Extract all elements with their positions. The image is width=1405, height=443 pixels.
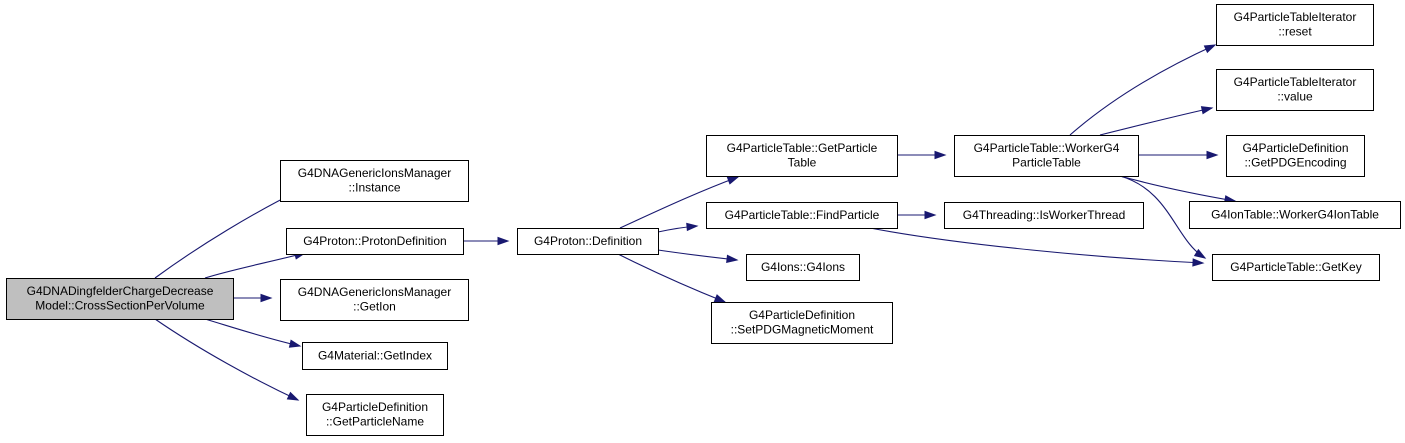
node-box: [286, 228, 464, 255]
node-box: [1226, 135, 1365, 177]
edge-ptable_find-to-ptable_getkey: [869, 227, 1204, 264]
node-box: [1212, 254, 1380, 281]
node-box: [746, 254, 860, 281]
edge-root-to-material_getindex: [204, 318, 301, 347]
node-label-line: G4ParticleTable::GetParticle: [727, 141, 878, 155]
edge-ptable_worker-to-iontable_worker: [1119, 175, 1236, 202]
node-box: [706, 135, 898, 177]
node-label-line: G4ParticleDefinition: [322, 400, 428, 414]
arrowhead-ptable_worker-to-pdef_getpdg: [1206, 150, 1219, 160]
node-generic-getion[interactable]: G4DNAGenericIonsManager::GetIon: [280, 279, 469, 321]
arrowhead-proton_definition-to-ptable_gettable: [726, 176, 740, 185]
node-box: [1216, 4, 1374, 46]
node-box: [711, 302, 893, 344]
arrowhead-proton_def-to-proton_definition: [497, 236, 510, 246]
node-box: [954, 135, 1139, 177]
node-label-line: G4ParticleDefinition: [1242, 141, 1348, 155]
arrowhead-proton_definition-to-ions_g4ions: [726, 254, 739, 264]
node-root[interactable]: G4DNADingfelderChargeDecreaseModel::Cros…: [6, 278, 234, 320]
node-box: [280, 160, 469, 202]
arrowhead-ptable_find-to-ptable_getkey: [1192, 258, 1205, 267]
node-label-line: G4ParticleTable::WorkerG4: [974, 141, 1120, 155]
arrowhead-proton_definition-to-ptable_find: [686, 222, 699, 232]
node-box: [944, 202, 1144, 229]
edge-ptable_worker-to-ptable_getkey: [1119, 175, 1206, 259]
arrowhead-ptable_find-to-threading_isworker: [924, 210, 937, 220]
node-label-line: G4Threading::IsWorkerThread: [963, 208, 1126, 222]
node-iontable-worker[interactable]: G4IonTable::WorkerG4IonTable: [1189, 201, 1401, 229]
node-label-line: G4ParticleTableIterator: [1234, 75, 1357, 89]
node-pdef-getpdg[interactable]: G4ParticleDefinition::GetPDGEncoding: [1226, 135, 1365, 177]
node-box: [1189, 201, 1401, 229]
node-material-getindex[interactable]: G4Material::GetIndex: [302, 342, 448, 370]
node-ptable-getkey[interactable]: G4ParticleTable::GetKey: [1212, 254, 1380, 281]
node-label-line: ::reset: [1278, 25, 1312, 39]
node-label-line: Table: [788, 156, 817, 170]
edge-proton_definition-to-ptable_gettable: [619, 176, 739, 229]
node-box: [302, 342, 448, 370]
node-generic-instance[interactable]: G4DNAGenericIonsManager::Instance: [280, 160, 469, 202]
node-box: [306, 394, 444, 436]
node-label-line: G4ParticleTableIterator: [1234, 10, 1357, 24]
node-proton-def[interactable]: G4Proton::ProtonDefinition: [286, 228, 464, 255]
node-iter-value[interactable]: G4ParticleTableIterator::value: [1216, 69, 1374, 111]
arrowhead-root-to-generic_getion: [260, 293, 273, 303]
node-label-line: ParticleTable: [1012, 156, 1081, 170]
node-box: [1216, 69, 1374, 111]
node-box: [517, 228, 659, 255]
node-label-line: G4Material::GetIndex: [318, 348, 432, 362]
node-label-line: G4Proton::Definition: [534, 234, 642, 248]
node-box: [6, 278, 234, 320]
arrowhead-ptable_worker-to-ptable_getkey: [1193, 248, 1207, 259]
node-pdef-setmag[interactable]: G4ParticleDefinition::SetPDGMagneticMome…: [711, 302, 893, 344]
node-pdef-getname[interactable]: G4ParticleDefinition::GetParticleName: [306, 394, 444, 436]
node-label-line: G4IonTable::WorkerG4IonTable: [1211, 207, 1379, 221]
node-label-line: ::GetParticleName: [326, 415, 424, 429]
node-ions-g4ions[interactable]: G4Ions::G4Ions: [746, 254, 860, 281]
node-label-line: G4DNADingfelderChargeDecrease: [27, 284, 214, 298]
arrowhead-root-to-pdef_getname: [286, 391, 300, 401]
edge-proton_definition-to-ions_g4ions: [657, 249, 738, 261]
node-label-line: G4ParticleTable::GetKey: [1230, 260, 1361, 274]
node-box: [280, 279, 469, 321]
node-label-line: ::GetPDGEncoding: [1244, 156, 1346, 170]
arrowhead-root-to-material_getindex: [288, 339, 302, 348]
edge-root-to-pdef_getname: [154, 318, 299, 401]
node-label-line: G4ParticleTable::FindParticle: [725, 208, 880, 222]
edge-root-to-generic_instance: [154, 189, 301, 279]
arrowhead-ptable_gettable-to-ptable_worker: [934, 150, 947, 160]
node-box: [706, 202, 898, 229]
node-threading-isworker[interactable]: G4Threading::IsWorkerThread: [944, 202, 1144, 229]
arrowhead-ptable_worker-to-iter_value: [1200, 106, 1214, 115]
node-label-line: ::SetPDGMagneticMoment: [731, 323, 874, 337]
node-label-line: G4ParticleDefinition: [749, 308, 855, 322]
node-proton-definition[interactable]: G4Proton::Definition: [517, 228, 659, 255]
edge-proton_definition-to-pdef_setmag: [617, 253, 726, 303]
node-label-line: G4DNAGenericIonsManager: [298, 285, 451, 299]
node-ptable-find[interactable]: G4ParticleTable::FindParticle: [706, 202, 898, 229]
nodes-layer: G4DNADingfelderChargeDecreaseModel::Cros…: [6, 4, 1401, 436]
node-label-line: G4Proton::ProtonDefinition: [303, 234, 446, 248]
node-label-line: G4DNAGenericIonsManager: [298, 166, 451, 180]
edge-ptable_worker-to-iter_value: [1099, 107, 1213, 136]
arrowhead-proton_definition-to-pdef_setmag: [713, 294, 727, 303]
node-label-line: G4Ions::G4Ions: [761, 260, 845, 274]
node-label-line: Model::CrossSectionPerVolume: [35, 299, 205, 313]
node-label-line: ::Instance: [348, 181, 400, 195]
node-iter-reset[interactable]: G4ParticleTableIterator::reset: [1216, 4, 1374, 46]
edge-root-to-proton_def: [204, 252, 306, 279]
node-label-line: ::GetIon: [353, 300, 396, 314]
arrowhead-ptable_worker-to-iter_reset: [1203, 44, 1217, 54]
edge-ptable_worker-to-iter_reset: [1069, 44, 1216, 136]
node-label-line: ::value: [1277, 90, 1313, 104]
